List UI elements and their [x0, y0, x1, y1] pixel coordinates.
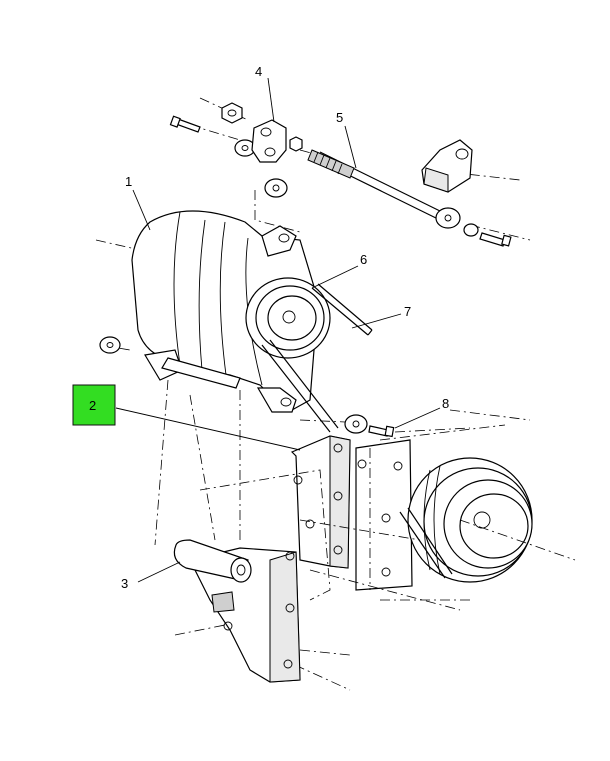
adjusting-rod-assembly: [169, 97, 531, 247]
callout-3[interactable]: 3: [121, 576, 128, 591]
callout-labels: 1 4 5 6 7 8 3: [121, 64, 449, 591]
alternator: [95, 210, 373, 433]
callout-1[interactable]: 1: [125, 174, 132, 189]
highlight-box[interactable]: [72, 384, 116, 426]
lower-mounting-bracket: [154, 379, 461, 691]
bolt-and-washer: [299, 409, 531, 438]
callout-6[interactable]: 6: [360, 252, 367, 267]
callout-4[interactable]: 4: [255, 64, 262, 79]
highlighted-callout-2[interactable]: 2: [72, 384, 116, 426]
callout-8[interactable]: 8: [442, 396, 449, 411]
mounting-plate: [290, 435, 351, 569]
callout-2[interactable]: 2: [89, 398, 96, 413]
leader-lines: [115, 77, 441, 583]
callout-7[interactable]: 7: [404, 304, 411, 319]
callout-5[interactable]: 5: [336, 110, 343, 125]
engine-front-and-crank-pulley: [355, 424, 576, 601]
